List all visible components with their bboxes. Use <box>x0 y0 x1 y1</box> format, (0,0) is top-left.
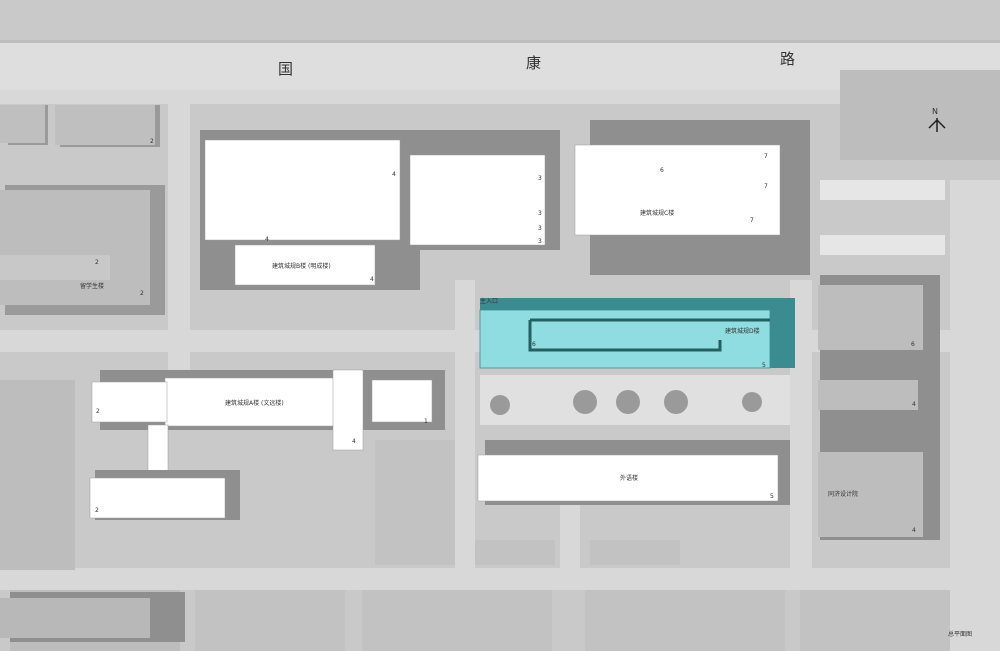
building-wing <box>0 255 110 280</box>
green-block <box>585 590 785 651</box>
tree-icon <box>616 390 640 414</box>
label-foreign-building: 外语楼 <box>620 474 638 482</box>
road-label-2: 康 <box>526 54 541 72</box>
north-arrow-icon <box>928 118 946 132</box>
floor-count: 7 <box>764 153 768 160</box>
building-intl-students <box>0 190 150 305</box>
floor-count: 3 <box>538 210 542 217</box>
green-block <box>475 540 555 565</box>
tree-icon <box>490 395 510 415</box>
green-block <box>362 590 552 651</box>
floor-count: 7 <box>764 183 768 190</box>
building-d-roof-line <box>528 318 770 352</box>
floor-count: 1 <box>424 418 428 425</box>
building-a-link <box>332 369 364 451</box>
building-a-south <box>89 477 226 519</box>
floor-count: 4 <box>912 401 916 408</box>
building-b-wing <box>234 244 376 286</box>
floor-count: 2 <box>95 507 99 514</box>
floor-count: 5 <box>770 493 774 500</box>
floor-count: 6 <box>532 341 536 348</box>
north-arrow: N <box>928 107 946 132</box>
building-design-institute <box>818 452 923 537</box>
building-design-east <box>818 285 923 350</box>
secondary-road-center <box>455 280 475 590</box>
label-intl-students: 留学生楼 <box>80 282 104 290</box>
floor-count: 4 <box>265 236 269 243</box>
tree-icon <box>573 390 597 414</box>
floor-count: 2 <box>95 259 99 266</box>
label-a-building: 建筑城规A楼 (文远楼) <box>225 399 284 407</box>
secondary-road-north <box>0 90 1000 104</box>
building-foreign <box>477 454 779 502</box>
floor-count: 6 <box>660 167 664 174</box>
floor-count: 3 <box>538 175 542 182</box>
floor-count: 3 <box>538 238 542 245</box>
label-b-building: 建筑城规B楼 (明成楼) <box>272 262 331 270</box>
building <box>0 105 45 143</box>
road-label-1: 国 <box>278 60 293 78</box>
green-block <box>375 440 455 565</box>
floor-count: 2 <box>140 290 144 297</box>
parking-lot <box>820 180 945 200</box>
floor-count: 4 <box>370 276 374 283</box>
road-label-3: 路 <box>780 50 795 68</box>
building <box>0 598 150 638</box>
building-b-east <box>409 154 546 246</box>
floor-count: 6 <box>911 341 915 348</box>
building-design-mid <box>818 380 918 410</box>
floor-count: 2 <box>96 408 100 415</box>
label-d-building: 建筑城规D楼 <box>725 327 760 335</box>
green-block <box>840 70 1000 160</box>
road-sidewalk-top <box>0 40 1000 43</box>
building-a-main <box>164 377 356 427</box>
label-c-building: 建筑城规C楼 <box>640 209 674 217</box>
floor-count: 2 <box>150 138 154 145</box>
green-block <box>590 540 680 565</box>
parking-lot <box>820 235 945 255</box>
building-b-main <box>204 139 401 241</box>
secondary-road-east <box>790 280 812 590</box>
secondary-road-east2 <box>950 180 1000 651</box>
secondary-road-south <box>0 568 1000 590</box>
floor-count: 3 <box>538 225 542 232</box>
building-a-east <box>371 379 433 423</box>
floor-count: 4 <box>392 171 396 178</box>
building-a-west <box>91 381 168 423</box>
floor-count: 4 <box>352 438 356 445</box>
label-main-entrance: 主入口 <box>480 297 498 305</box>
tree-icon <box>742 392 762 412</box>
floor-count: 4 <box>912 527 916 534</box>
floor-count: 7 <box>750 217 754 224</box>
green-block <box>0 380 75 570</box>
secondary-road-south-mid <box>560 500 580 590</box>
label-design-institute: 同济设计院 <box>828 490 858 498</box>
tree-icon <box>664 390 688 414</box>
green-block <box>800 590 950 651</box>
building <box>55 105 155 145</box>
building-c <box>574 144 781 236</box>
map-caption: 总平面图 <box>948 630 972 638</box>
floor-count: 5 <box>762 362 766 369</box>
main-road <box>0 42 1000 90</box>
green-block <box>195 590 345 651</box>
north-arrow-label: N <box>932 107 938 116</box>
